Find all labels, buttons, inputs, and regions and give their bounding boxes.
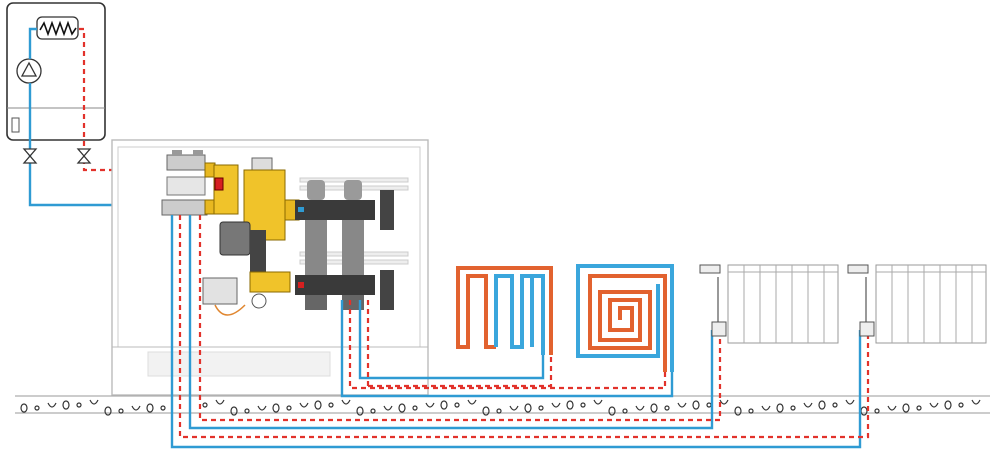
- spiral-floor-loop: [576, 264, 674, 372]
- underfloor-manifold: [295, 180, 394, 310]
- valve-icon: [22, 148, 38, 164]
- cabinet-grille: [147, 351, 331, 377]
- valve-icon: [76, 148, 92, 164]
- radiator: [847, 264, 987, 344]
- floor-slab: [15, 395, 990, 416]
- pump-icon: [16, 58, 42, 84]
- actuator: [202, 277, 238, 305]
- boiler-display-icon: [11, 117, 20, 133]
- radiator: [699, 264, 839, 344]
- pressure-gauge-icon: [251, 293, 267, 309]
- meander-floor-loop: [456, 266, 553, 355]
- boiler: [6, 2, 106, 141]
- distribution-header: [161, 150, 208, 216]
- circulation-pump: [219, 221, 251, 256]
